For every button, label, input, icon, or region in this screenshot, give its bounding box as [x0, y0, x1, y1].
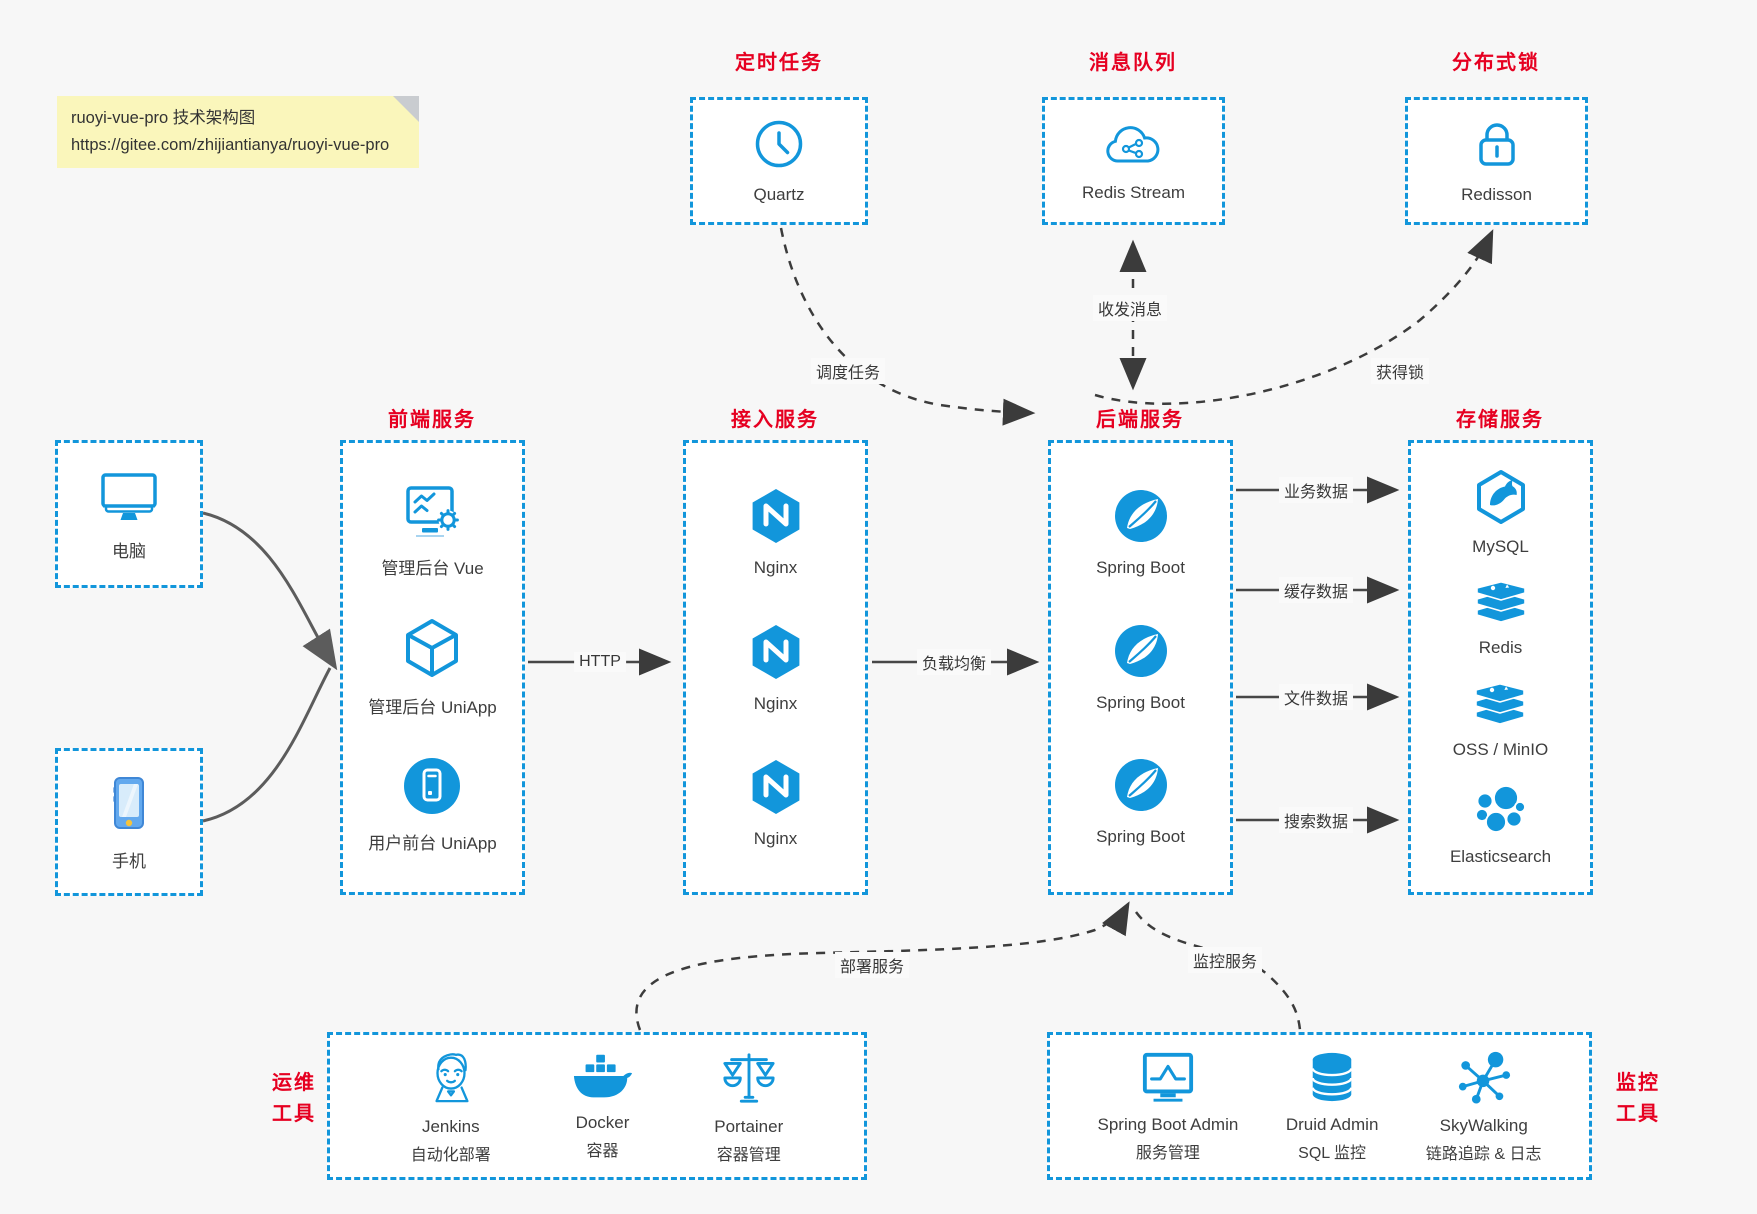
edge-label-cache-data: 缓存数据	[1278, 577, 1354, 603]
druid-icon	[1306, 1050, 1358, 1109]
sticky-note: ruoyi-vue-pro 技术架构图 https://gitee.com/zh…	[57, 96, 420, 169]
quartz-box: Quartz	[690, 97, 868, 225]
note-fold-corner	[393, 96, 420, 122]
group-title-frontend: 前端服务	[388, 409, 476, 431]
edge-label-search-data: 搜索数据	[1278, 807, 1354, 833]
spring-boot-label: Spring Boot	[1096, 692, 1185, 712]
oss-minio-icon	[1473, 682, 1527, 734]
group-title-ops-tools: 运维 工具	[272, 1072, 316, 1125]
jenkins-label: Jenkins	[421, 1116, 480, 1136]
spring-boot-label: Spring Boot	[1096, 557, 1185, 577]
edge-label-schedule-task: 调度任务	[810, 358, 886, 384]
edge-label-file-data: 文件数据	[1278, 684, 1354, 710]
spring-boot-icon	[1113, 623, 1169, 684]
user-app-icon	[403, 757, 461, 820]
quartz-label: Quartz	[753, 185, 805, 204]
oss-minio-label: OSS / MinIO	[1452, 739, 1549, 759]
spring-boot-admin-label: Spring Boot Admin	[1097, 1114, 1239, 1134]
druid-admin-label: Druid Admin	[1285, 1114, 1379, 1134]
nginx-label: Nginx	[753, 693, 798, 713]
pc-label: 电脑	[112, 541, 146, 561]
admin-uniapp-label: 管理后台 UniApp	[368, 698, 497, 717]
skywalking-icon	[1456, 1049, 1512, 1110]
edge-label-acquire-lock: 获得锁	[1370, 358, 1430, 384]
nginx-label: Nginx	[753, 828, 798, 848]
note-title: ruoyi-vue-pro 技术架构图	[71, 109, 256, 127]
jenkins-sublabel: 自动化部署	[410, 1146, 491, 1164]
lock-icon	[1472, 117, 1522, 176]
docker-icon	[572, 1052, 634, 1107]
group-title-scheduled-task: 定时任务	[735, 52, 823, 74]
redis-label: Redis	[1478, 638, 1523, 658]
phone-icon	[101, 773, 157, 838]
nginx-label: Nginx	[753, 558, 798, 578]
ops-tools-box: Jenkins 自动化部署 Docker 容器	[327, 1032, 867, 1180]
admin-vue-icon	[402, 482, 464, 545]
spring-boot-icon	[1113, 488, 1169, 549]
pc-client-box: 电脑	[55, 440, 203, 588]
redisson-box: Redisson	[1405, 97, 1588, 225]
portainer-sublabel: 容器管理	[716, 1146, 781, 1164]
frontend-column-box: 管理后台 Vue 管理后台 UniApp 用户前台 UniApp	[340, 440, 525, 895]
edge-label-send-receive-message: 收发消息	[1092, 295, 1168, 321]
portainer-label: Portainer	[714, 1116, 784, 1136]
edge-label-monitor-service: 监控服务	[1187, 947, 1263, 973]
redis-icon	[1474, 581, 1528, 632]
docker-sublabel: 容器	[586, 1142, 619, 1160]
edge-label-load-balance: 负载均衡	[916, 649, 992, 675]
mysql-icon	[1473, 468, 1529, 531]
druid-admin-sublabel: SQL 监控	[1298, 1144, 1367, 1162]
spring-boot-admin-icon	[1138, 1050, 1198, 1109]
spring-boot-admin-sublabel: 服务管理	[1135, 1144, 1200, 1162]
edge-label-business-data: 业务数据	[1278, 477, 1354, 503]
group-title-gateway: 接入服务	[731, 409, 819, 431]
redis-stream-box: Redis Stream	[1042, 97, 1225, 225]
portainer-icon	[721, 1048, 777, 1111]
user-uniapp-label: 用户前台 UniApp	[368, 833, 497, 853]
elasticsearch-icon	[1472, 784, 1528, 841]
redis-stream-label: Redis Stream	[1082, 183, 1185, 202]
edge-label-http: HTTP	[574, 652, 626, 672]
edge-label-deploy-service: 部署服务	[834, 952, 910, 978]
group-title-storage: 存储服务	[1456, 409, 1544, 431]
storage-column-box: MySQL Redis	[1408, 440, 1593, 895]
mysql-label: MySQL	[1472, 536, 1529, 556]
group-title-distributed-lock: 分布式锁	[1452, 52, 1540, 74]
skywalking-sublabel: 链路追踪 & 日志	[1425, 1145, 1542, 1163]
monitor-tools-box: Spring Boot Admin 服务管理 D	[1047, 1032, 1592, 1180]
clock-icon	[752, 117, 806, 176]
phone-label: 手机	[112, 851, 146, 871]
group-title-message-queue: 消息队列	[1089, 52, 1177, 74]
spring-boot-icon	[1113, 757, 1169, 818]
jenkins-icon	[424, 1048, 478, 1111]
spring-boot-label: Spring Boot	[1096, 827, 1185, 847]
redisson-label: Redisson	[1461, 185, 1532, 204]
cloud-stream-icon	[1102, 119, 1164, 174]
docker-label: Docker	[575, 1112, 630, 1132]
group-title-backend: 后端服务	[1096, 409, 1184, 431]
backend-column-box: Spring Boot Spring Boot Spring Boot	[1048, 440, 1233, 895]
phone-client-box: 手机	[55, 748, 203, 896]
elasticsearch-label: Elasticsearch	[1449, 847, 1552, 867]
nginx-icon	[749, 757, 803, 820]
gateway-column-box: Nginx Nginx Nginx	[683, 440, 868, 895]
uniapp-cube-icon	[402, 617, 462, 684]
skywalking-label: SkyWalking	[1439, 1115, 1528, 1135]
nginx-icon	[749, 486, 803, 549]
note-url: https://gitee.com/zhijiantianya/ruoyi-vu…	[71, 136, 390, 155]
admin-vue-label: 管理后台 Vue	[381, 558, 484, 578]
nginx-icon	[749, 622, 803, 685]
group-title-monitor-tools: 监控 工具	[1616, 1072, 1660, 1125]
desktop-icon	[98, 467, 160, 528]
